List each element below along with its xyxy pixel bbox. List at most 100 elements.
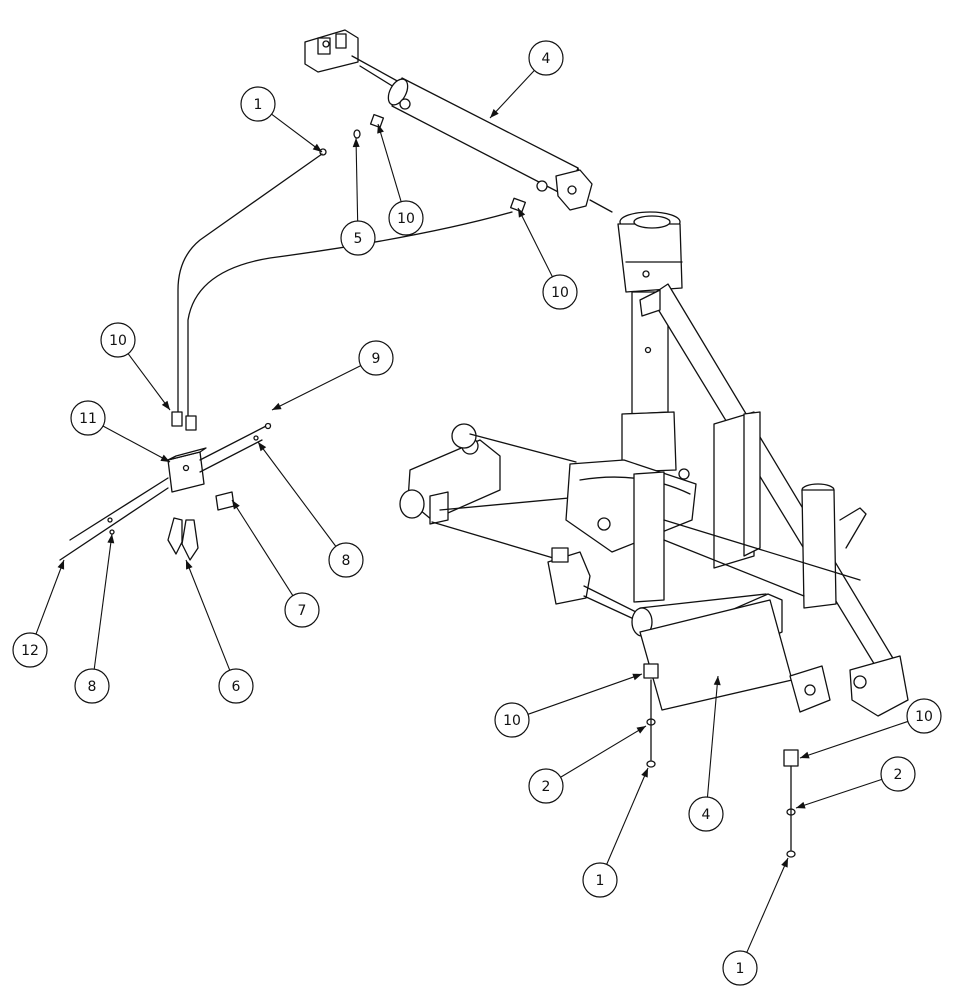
callout-number: 4 (542, 51, 551, 67)
callout-c1c: 1 (722, 857, 789, 986)
callout-bubble (284, 592, 320, 628)
leader-arrowhead (781, 858, 788, 868)
callout-bubble (358, 340, 394, 376)
leader-arrowhead (57, 560, 65, 570)
leader-line (355, 137, 359, 222)
leader-arrowhead (352, 138, 360, 148)
leader-line (35, 559, 65, 635)
callout-number: 8 (342, 553, 351, 569)
leader-line (102, 425, 171, 463)
leader-arrowhead (272, 402, 282, 410)
leader-line (257, 441, 337, 547)
callout-c6: 6 (185, 559, 254, 704)
leader-arrowhead (490, 109, 499, 118)
leader-line (746, 857, 789, 953)
callout-c12: 12 (12, 559, 65, 668)
leader-line (560, 725, 647, 778)
leader-line (706, 675, 719, 798)
callout-bubble (388, 200, 424, 236)
callout-bubble (240, 86, 276, 122)
callout-bubble (340, 220, 376, 256)
callout-bubble (880, 756, 916, 792)
callout-c2b: 2 (795, 756, 916, 809)
leader-arrowhead (636, 726, 646, 734)
callout-c8a: 8 (257, 441, 364, 578)
hoses (177, 153, 513, 421)
callout-bubble (722, 950, 758, 986)
callout-bubble (74, 668, 110, 704)
callout-number: 2 (542, 779, 551, 795)
leader-line (606, 767, 649, 865)
callout-number: 10 (503, 713, 521, 729)
callout-number: 8 (88, 679, 97, 695)
frame-structure (399, 211, 909, 717)
callout-bubble (582, 862, 618, 898)
leader-line (231, 499, 294, 596)
leader-arrowhead (796, 801, 806, 809)
callout-number: 1 (596, 873, 605, 889)
callout-number: 1 (254, 97, 263, 113)
callout-c10a: 10 (377, 123, 424, 236)
callout-number: 10 (397, 211, 415, 227)
callout-number: 10 (551, 285, 569, 301)
callout-c10b: 10 (517, 207, 578, 310)
callout-number: 4 (702, 807, 711, 823)
callout-c10c: 10 (100, 322, 171, 411)
callout-number: 10 (915, 709, 933, 725)
leader-line (185, 559, 231, 671)
leader-arrowhead (161, 400, 170, 410)
manifold-block (59, 411, 272, 561)
callout-number: 12 (21, 643, 39, 659)
upper-fittings (319, 113, 526, 213)
leader-line (527, 673, 643, 715)
leader-line (377, 123, 402, 202)
leader-arrowhead (258, 442, 267, 452)
leader-arrowhead (160, 454, 170, 462)
callout-bubble (528, 768, 564, 804)
callout-bubble (494, 702, 530, 738)
callout-number: 1 (736, 961, 745, 977)
leader-arrowhead (377, 124, 384, 134)
leader-line (271, 365, 362, 411)
leader-line (489, 70, 535, 119)
leader-line (517, 207, 553, 278)
callout-bubble (218, 668, 254, 704)
leader-arrowhead (186, 560, 193, 570)
callout-bubble (12, 632, 48, 668)
callout-c2a: 2 (528, 725, 647, 804)
callout-bubble (688, 796, 724, 832)
callout-c10e: 10 (799, 698, 942, 759)
callout-c5: 5 (340, 137, 376, 256)
callout-bubble (328, 542, 364, 578)
leader-line (799, 720, 909, 759)
leader-line (271, 113, 323, 153)
callout-bubble (906, 698, 942, 734)
leader-line (795, 778, 883, 809)
upper-hydraulic-cylinder (304, 29, 613, 213)
callout-number: 5 (354, 231, 363, 247)
leader-arrowhead (107, 534, 115, 544)
callout-c11: 11 (70, 400, 171, 463)
callout-number: 10 (109, 333, 127, 349)
lower-hydraulic-cylinder (547, 547, 831, 713)
callout-c7: 7 (231, 499, 320, 628)
lower-fittings (643, 663, 799, 858)
callout-number: 2 (894, 767, 903, 783)
callout-number: 11 (79, 411, 97, 427)
callout-c4a: 4 (489, 40, 564, 119)
callout-c9: 9 (271, 340, 394, 411)
callout-bubble (542, 274, 578, 310)
callout-c4b: 4 (688, 675, 724, 832)
leader-line (93, 533, 113, 670)
callout-bubble (528, 40, 564, 76)
callout-c1b: 1 (582, 767, 649, 898)
callout-c1a: 1 (240, 86, 323, 153)
callout-number: 7 (298, 603, 307, 619)
leader-arrowhead (713, 676, 721, 686)
leader-arrowhead (312, 143, 322, 152)
callout-number: 6 (232, 679, 241, 695)
leader-arrowhead (518, 208, 526, 218)
